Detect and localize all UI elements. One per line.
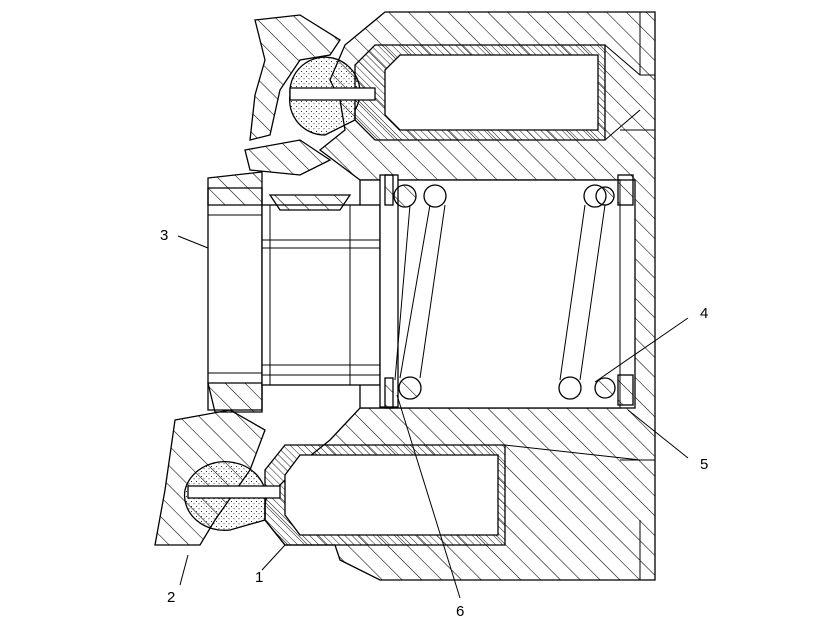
leader-6	[396, 394, 461, 599]
spring	[393, 184, 616, 400]
retainer-top	[249, 14, 341, 141]
leader-lines	[177, 235, 689, 599]
lower-ball-slot	[187, 485, 281, 499]
retaining-ring-top	[617, 174, 634, 206]
flange-top-hatch	[384, 174, 394, 206]
spring-chamber	[359, 179, 636, 409]
retaining-ring-bottom	[617, 374, 634, 406]
leader-1	[261, 544, 286, 571]
callout-3: 3	[160, 227, 168, 244]
leader-4	[594, 317, 689, 383]
leader-3	[177, 235, 209, 249]
plunger-top-hatch	[268, 194, 352, 211]
sleeve-top-hatch	[207, 171, 263, 206]
leader-5	[627, 409, 689, 459]
leader-2	[179, 554, 189, 586]
upper-ball-slot	[289, 87, 376, 101]
upper-bore	[384, 54, 599, 131]
plunger-body	[261, 204, 381, 386]
flange-bottom-hatch	[384, 377, 394, 409]
sleeve	[207, 187, 263, 411]
callout-4: 4	[700, 305, 708, 322]
lower-bore	[284, 454, 499, 536]
callout-1: 1	[255, 569, 263, 586]
retainer-mid	[244, 139, 332, 176]
callout-5: 5	[700, 456, 708, 473]
sleeve-bottom-hatch	[207, 382, 263, 413]
callout-6: 6	[456, 603, 464, 620]
callout-2: 2	[167, 589, 175, 606]
housing-edges	[504, 44, 641, 461]
